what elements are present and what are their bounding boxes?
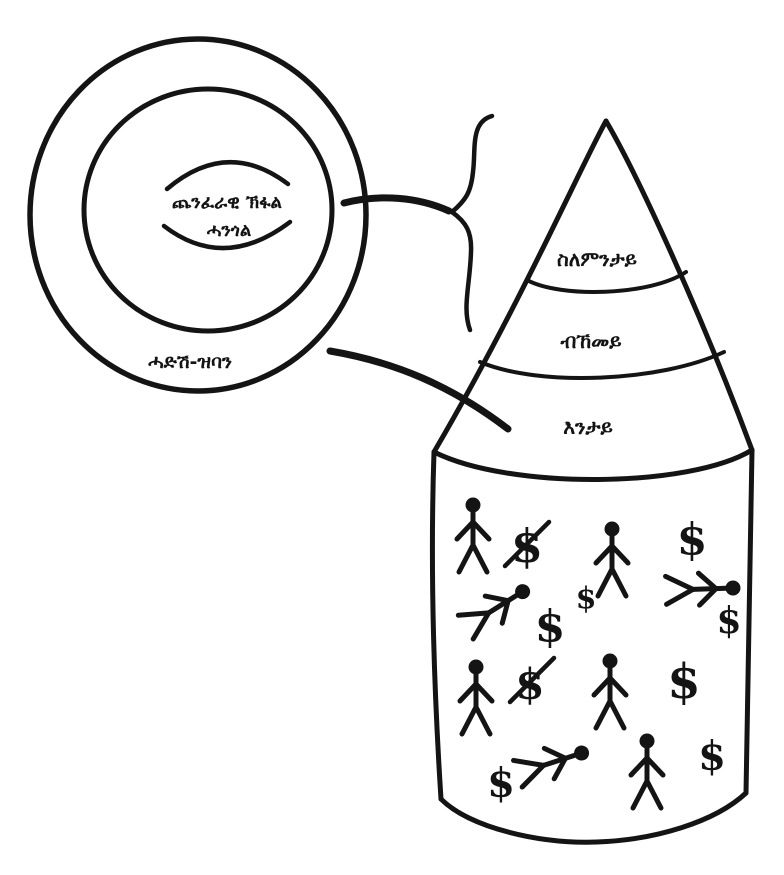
crossed-dollar-icon: $ [502,519,552,573]
dollar-icon: $ [716,600,741,642]
inner-arc-top [164,160,291,192]
cone-right-side [603,118,755,453]
connector-outer-to-cone [326,347,512,433]
inner-circle-label-line2: ሓንጎል [207,220,252,241]
cone-divider-2 [478,350,726,381]
dollar-icon: $ [677,515,708,566]
person-icon [460,660,492,735]
middle-circle [81,86,335,334]
dollar-icon: $ [576,582,597,617]
cylinder-right-side [743,447,755,796]
dollar-icon: $ [535,602,566,653]
cone-left-side [431,118,609,455]
falling-person-icon [513,736,594,789]
cone-divider-1 [525,270,688,294]
person-icon [596,522,628,597]
person-icon [631,734,663,809]
cylinder-top-rim [431,447,755,482]
connector-inner-to-brace [340,194,453,215]
inner-circle-label-line1: ጨንፈራዊ ኽፋል [172,192,283,213]
falling-person-icon [457,574,537,641]
cylinder-bottom-rim [438,790,749,845]
outer-circle [27,36,369,394]
dollar-icon: $ [667,654,700,710]
dollar-icon: $ [698,733,726,780]
curly-brace [449,113,495,333]
person-icon [594,654,626,729]
strike-line [507,655,557,705]
cone-level3-label: እንታይ [563,415,613,439]
strike-line [502,519,552,569]
inner-arc-bottom [161,219,293,251]
dollar-icon: $ [487,760,515,807]
cone-level1-label: ስለምንታይ [557,247,637,271]
outer-ring-label: ሓድሽ-ዝባን [148,351,232,373]
person-icon [457,498,489,573]
crossed-dollar-icon: $ [507,655,557,709]
cone-level2-label: ብኸመይ [559,329,621,353]
cylinder-left-side [429,449,444,802]
